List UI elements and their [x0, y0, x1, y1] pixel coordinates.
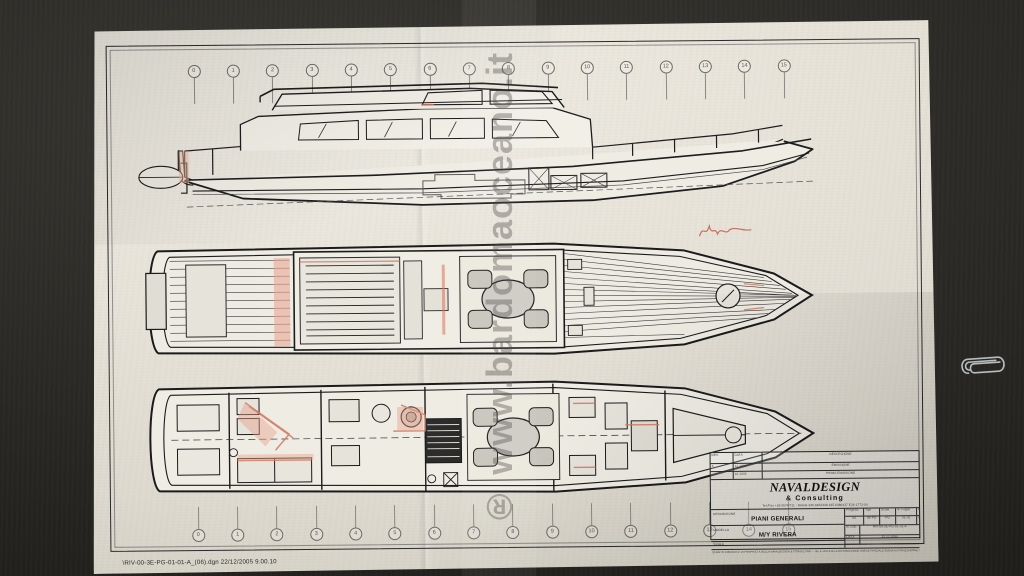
- station-marker: 6: [426, 505, 442, 540]
- scale-cell: SCALA: [711, 540, 844, 548]
- station-leader-line: [316, 506, 317, 528]
- grid-v-scala: PG: [880, 516, 896, 524]
- station-leader-line: [276, 506, 277, 528]
- station-marker: 10: [583, 503, 599, 538]
- station-marker: 4: [347, 505, 363, 540]
- date-label: DATA: [845, 535, 860, 543]
- title-block: REV. DATA DESCRIZIONE A 12.2005 EMISSION…: [710, 450, 921, 540]
- station-marker: 3: [308, 506, 324, 541]
- station-leader-line: [237, 507, 238, 529]
- station-number: 3: [310, 528, 323, 541]
- station-number: 7: [467, 526, 480, 539]
- station-marker: 5: [387, 505, 403, 540]
- drawing-title: PIANI GENERALI: [751, 514, 805, 523]
- revision-a-date: 12.2005: [734, 464, 763, 471]
- station-leader-line: [630, 503, 631, 525]
- revision-b-desc: PRIMA EMISSIONE: [826, 470, 856, 475]
- station-marker: 12: [662, 502, 678, 537]
- station-marker: 2: [269, 506, 285, 541]
- station-leader-line: [355, 505, 356, 527]
- drawing-number-row: N. DIS. RIV-00-3E-PG-01-01-A: [845, 525, 919, 536]
- grid-h-scala: Scala: [880, 508, 896, 515]
- grid-v-rev: A: [917, 516, 919, 524]
- station-leader-line: [551, 504, 552, 526]
- grid-h-tipo: Tipo: [864, 508, 880, 515]
- revision-col-date: DATA: [734, 453, 763, 463]
- station-number: 1: [231, 529, 244, 542]
- station-marker: 9: [544, 504, 560, 539]
- revision-col-rev: REV.: [711, 453, 734, 463]
- station-marker: 0: [190, 507, 206, 542]
- grid-v-tipo: 3E-PG: [864, 516, 880, 524]
- view-deck-plan: [123, 230, 884, 367]
- station-marker: 1: [229, 507, 245, 542]
- grid-h-rev: Rev.: [917, 508, 919, 515]
- drawing-number-label: N. DIS.: [845, 525, 860, 534]
- station-number: 5: [388, 527, 401, 540]
- drawing-number: RIV-00-3E-PG-01-01-A: [872, 524, 907, 529]
- station-number: 0: [192, 529, 205, 542]
- station-leader-line: [669, 502, 670, 524]
- paperclip: [957, 350, 1015, 380]
- station-leader-line: [473, 504, 474, 526]
- station-number: 12: [664, 524, 677, 537]
- company-logo-band: NAVALDESIGN & Consulting Tel./Fax +39 05…: [711, 478, 919, 509]
- station-number: 10: [585, 525, 598, 538]
- station-marker: 7: [465, 504, 481, 539]
- company-address: Tel./Fax +39 0574/711 - Mobile 335.64524…: [762, 502, 868, 508]
- view-interior-plan: [125, 366, 886, 508]
- revision-col-desc: DESCRIZIONE: [829, 451, 852, 456]
- station-leader-line: [434, 505, 435, 527]
- grid-v-progetto: 00: [845, 516, 864, 524]
- station-leader-line: [512, 504, 513, 526]
- station-leader-line: [394, 505, 395, 527]
- station-leader-line: [591, 503, 592, 525]
- scale-label: SCALA: [713, 541, 725, 546]
- station-marker: 11: [623, 503, 639, 538]
- grid-v-foglio: 01-01: [896, 516, 917, 524]
- drawing-title-cell: DESCRIZIONE PIANI GENERALI: [711, 508, 844, 525]
- station-number: 4: [349, 527, 362, 540]
- station-number: 8: [506, 526, 519, 539]
- station-leader-line: [198, 507, 199, 529]
- revision-b-date: 10.2005: [734, 472, 763, 479]
- company-name: NAVALDESIGN: [769, 479, 861, 495]
- station-marker: 8: [505, 504, 521, 539]
- date-value: 22.12.2005: [881, 534, 899, 539]
- drawing-filename: \RIV-00-3E-PG-01-01-A_(06).dgn 22/12/200…: [122, 558, 277, 567]
- station-number: 6: [428, 527, 441, 540]
- vessel-name: M/Y RIVERA: [758, 530, 797, 539]
- revision-a-rev: A: [711, 464, 734, 471]
- station-number: 9: [546, 526, 559, 539]
- station-number: 2: [270, 528, 283, 541]
- grid-h-progetto: Progetto: [845, 508, 864, 515]
- view-profile: [122, 60, 884, 237]
- title-block-data: DESCRIZIONE PIANI GENERALI MODELLO M/Y R…: [711, 508, 919, 549]
- grid-h-foglio: N. Foglio: [896, 508, 917, 515]
- revision-b-rev: -: [711, 472, 734, 479]
- signature-mark: [695, 220, 755, 243]
- station-number: 11: [624, 525, 637, 538]
- vessel-cell: MODELLO M/Y RIVERA: [711, 524, 844, 541]
